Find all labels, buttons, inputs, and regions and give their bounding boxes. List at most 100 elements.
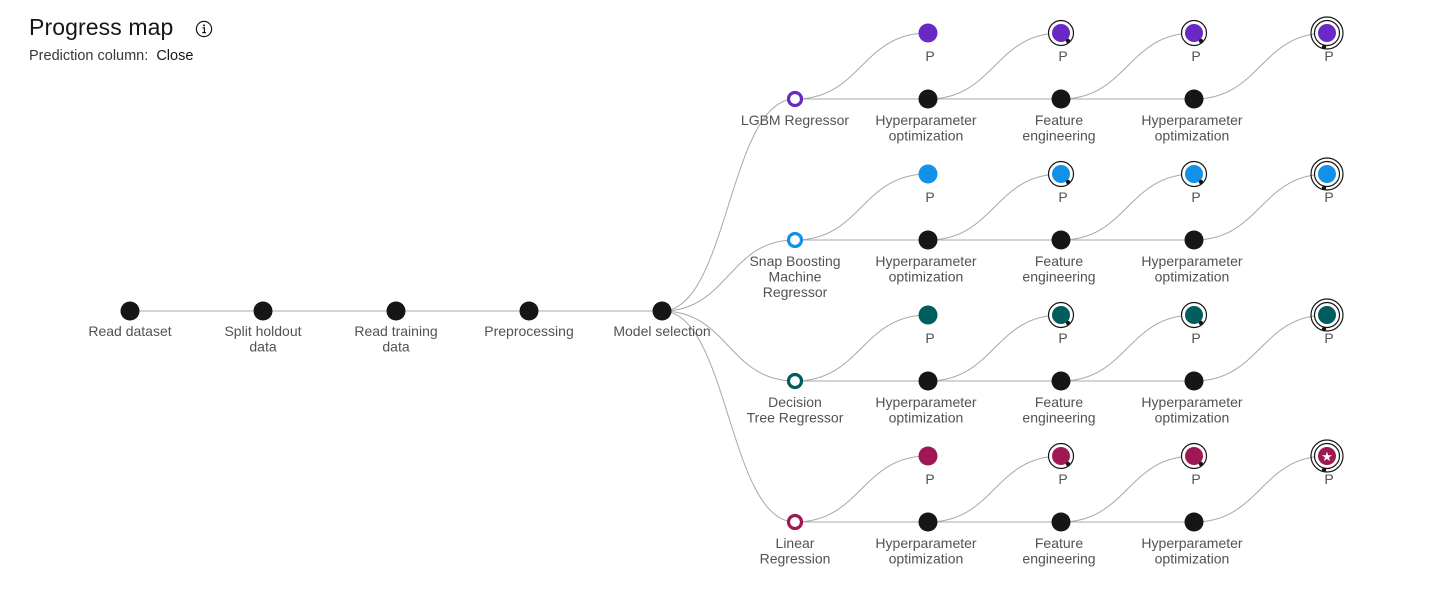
pipeline-step-label-line: Read training: [354, 323, 437, 339]
pipeline-step-label-line: Split holdout: [224, 323, 301, 339]
pipeline-label: P: [1324, 48, 1333, 64]
step-node[interactable]: [1184, 89, 1204, 109]
pipeline-step-node[interactable]: [652, 301, 672, 321]
estimator-node[interactable]: [786, 231, 804, 249]
pipeline-label-line: P: [1324, 189, 1333, 205]
pipeline-node[interactable]: [1180, 301, 1208, 329]
step-node[interactable]: [1051, 89, 1071, 109]
estimator-node[interactable]: [786, 513, 804, 531]
pipeline-branch-edge: [1193, 455, 1328, 523]
pipeline-dot: [1185, 447, 1203, 465]
pipeline-dot: [1318, 24, 1336, 42]
pipeline-node[interactable]: [1180, 160, 1208, 188]
step-node[interactable]: [1051, 230, 1071, 250]
pipeline-step-label-line: data: [249, 339, 276, 355]
step-node[interactable]: [1051, 512, 1071, 532]
pipeline-dot: [1318, 447, 1336, 465]
progress-marker: [1321, 467, 1327, 473]
pipeline-label: P: [1191, 48, 1200, 64]
pipeline-branch-edge: [1060, 314, 1195, 382]
pipeline-dot: [1185, 165, 1203, 183]
pipeline-label: P: [1191, 471, 1200, 487]
pipeline-node[interactable]: [1047, 301, 1075, 329]
pipeline-label: P: [1191, 330, 1200, 346]
model-selection-edge: [661, 98, 796, 312]
pipeline-node[interactable]: [1310, 298, 1344, 332]
pipeline-node[interactable]: ★: [1310, 439, 1344, 473]
pipeline-node[interactable]: [1047, 160, 1075, 188]
pipeline-branch-edge: [794, 32, 929, 100]
pipeline-dot: [1185, 306, 1203, 324]
pipeline-dot: [1052, 447, 1070, 465]
progress-marker: [1065, 320, 1071, 326]
pipeline-step-node[interactable]: [253, 301, 273, 321]
progress-marker: [1321, 44, 1327, 50]
pipeline-dot: [918, 164, 938, 184]
step-node[interactable]: [918, 89, 938, 109]
pipeline-label: P: [1324, 330, 1333, 346]
step-label-line: Hyperparameter: [875, 535, 976, 551]
estimator-node[interactable]: [786, 372, 804, 390]
pipeline-outer-ring: [1310, 439, 1344, 473]
step-node[interactable]: [1184, 371, 1204, 391]
pipeline-branch-edge: [794, 455, 929, 523]
pipeline-label-line: P: [1058, 330, 1067, 346]
step-node[interactable]: [1184, 230, 1204, 250]
pipeline-node[interactable]: [1310, 16, 1344, 50]
pipeline-step-label: Read dataset: [88, 323, 171, 339]
pipeline-dot: [1318, 306, 1336, 324]
progress-marker: [1198, 38, 1204, 44]
nodes-layer: ★: [120, 16, 1344, 532]
estimator-label-line: Snap Boosting: [749, 253, 840, 269]
pipeline-label: P: [925, 189, 934, 205]
information-icon[interactable]: [195, 20, 213, 38]
pipeline-branch-edge: [1193, 314, 1328, 382]
step-node[interactable]: [918, 371, 938, 391]
step-node[interactable]: [1051, 371, 1071, 391]
pipeline-step-node[interactable]: [519, 301, 539, 321]
pipeline-label: P: [1324, 189, 1333, 205]
pipeline-node[interactable]: [918, 23, 938, 43]
pipeline-label: P: [1191, 189, 1200, 205]
pipeline-branch-edge: [1193, 173, 1328, 241]
pipeline-node[interactable]: [1310, 157, 1344, 191]
step-node[interactable]: [918, 230, 938, 250]
progress-marker: [1065, 461, 1071, 467]
estimator-node[interactable]: [786, 90, 804, 108]
pipeline-label: P: [1058, 189, 1067, 205]
pipeline-step-label-line: Model selection: [613, 323, 710, 339]
pipeline-node[interactable]: [918, 164, 938, 184]
prediction-column: Prediction column: Close: [29, 48, 213, 64]
step-label-line: Hyperparameter: [1141, 394, 1242, 410]
pipeline-node[interactable]: [918, 446, 938, 466]
pipeline-node[interactable]: [1180, 442, 1208, 470]
estimator-label: LGBM Regressor: [741, 112, 849, 128]
pipeline-label-line: P: [1324, 471, 1333, 487]
pipeline-step-node[interactable]: [386, 301, 406, 321]
progress-marker: [1065, 38, 1071, 44]
pipeline-label-line: P: [1058, 471, 1067, 487]
step-node[interactable]: [1184, 512, 1204, 532]
edges-layer: [130, 32, 1328, 523]
pipeline-branch-edge: [927, 32, 1062, 100]
pipeline-node[interactable]: [1047, 19, 1075, 47]
progress-marker: [1065, 179, 1071, 185]
pipeline-label-line: P: [925, 471, 934, 487]
pipeline-label-line: P: [925, 48, 934, 64]
step-node[interactable]: [918, 512, 938, 532]
pipeline-label: P: [925, 330, 934, 346]
pipeline-node[interactable]: [1047, 442, 1075, 470]
pipeline-node[interactable]: [1180, 19, 1208, 47]
pipeline-step-node[interactable]: [120, 301, 140, 321]
step-label-line: Hyperparameter: [875, 112, 976, 128]
pipeline-label-line: P: [1324, 48, 1333, 64]
pipeline-outer-ring: [1310, 16, 1344, 50]
pipeline-node[interactable]: [918, 305, 938, 325]
